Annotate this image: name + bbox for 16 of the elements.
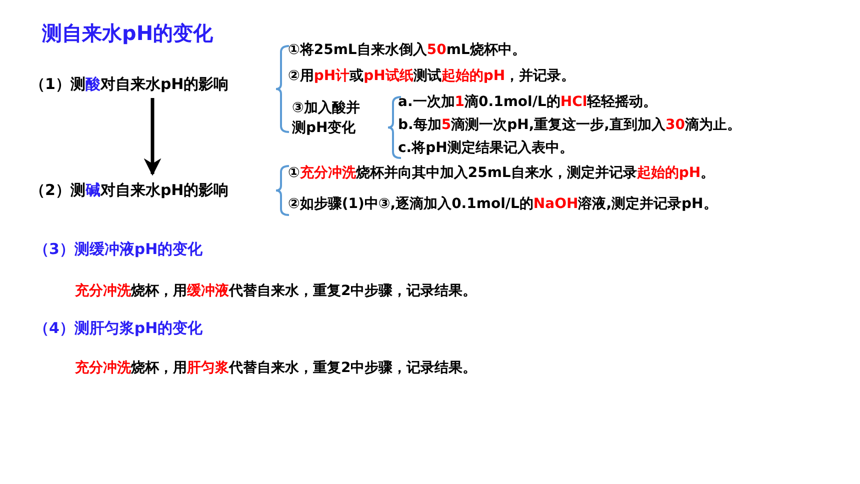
- step-text: a.一次加1滴0.1mol/L的HCl轻轻摇动。: [398, 92, 658, 112]
- step-text: 充分冲洗烧杯，用缓冲液代替自来水，重复2中步骤，记录结果。: [75, 282, 477, 301]
- step-text: ②如步骤(1)中③,逐滴加入0.1mol/L的NaOH溶液,测定并记录pH。: [288, 194, 718, 214]
- title: 测自来水pH的变化: [42, 20, 214, 47]
- step-text: c.将pH测定结果记入表中。: [398, 138, 574, 158]
- arrow: [144, 98, 162, 176]
- step-text: ②用pH计或pH试纸测试起始的pH，并记录。: [288, 67, 576, 86]
- step-text: ③加入酸并测pH变化: [292, 99, 361, 138]
- step-text: 充分冲洗烧杯，用肝匀浆代替自来水，重复2中步骤，记录结果。: [75, 358, 477, 378]
- step-heading: （1）测酸对自来水pH的影响: [30, 72, 275, 96]
- step-text: b.每加5滴测一次pH,重复这一步,直到加入30滴为止。: [398, 116, 741, 135]
- step-text: ①将25mL自来水倒入50mL烧杯中。: [288, 41, 526, 60]
- step-text: ①充分冲洗烧杯并向其中加入25mL自来水，测定并记录起始的pH。: [288, 164, 715, 183]
- section-heading: （3）测缓冲液pH的变化: [34, 239, 203, 259]
- section-heading: （4）测肝匀浆pH的变化: [34, 318, 203, 338]
- step-heading: （2）测碱对自来水pH的影响: [30, 178, 275, 202]
